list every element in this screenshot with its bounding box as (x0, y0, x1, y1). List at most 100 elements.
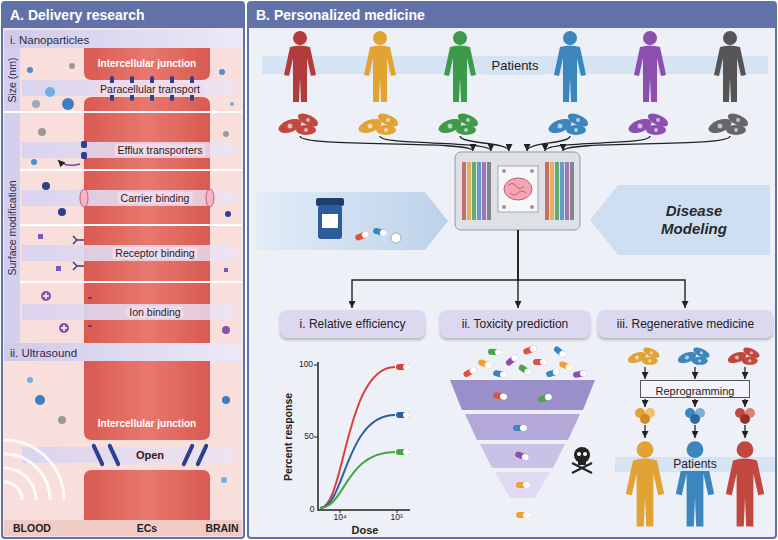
delivery-panel-art (88, 298, 92, 326)
medicine-panel-art (694, 425, 695, 438)
delivery-panel-art (58, 160, 80, 165)
medicine-panel-art (555, 162, 559, 220)
arrow-text: Disease Modeling (618, 185, 770, 255)
tab-title: i. Relative efficiency (300, 310, 406, 338)
delivery-panel-art (91, 443, 105, 466)
delivery-panel-art (61, 325, 67, 331)
medicine-panel-art (396, 449, 410, 455)
delivery-panel-art (22, 304, 240, 320)
medicine-panel-art (513, 425, 527, 431)
medicine-panel-art (644, 399, 645, 407)
medicine-panel-art (530, 205, 534, 209)
medicine-panel-art (487, 162, 491, 220)
delivery-panel-art (56, 266, 61, 271)
delivery-panel-art (181, 443, 195, 466)
medicine-panel-art (493, 392, 508, 400)
medicine-panel-art (572, 463, 592, 473)
medicine-panel-art (396, 412, 410, 418)
region-label: BLOOD (13, 522, 51, 534)
medicine-panel-art (522, 345, 537, 355)
route-label: Carrier binding (118, 192, 193, 204)
medicine-panel-art (690, 414, 700, 424)
medicine-panel-art (314, 365, 397, 513)
medicine-panel-art (372, 227, 387, 236)
delivery-panel-art (91, 443, 209, 466)
tab-title: iii. Regenerative medicine (617, 310, 754, 338)
medicine-panel-art (694, 399, 695, 407)
delivery-panel-art (84, 48, 210, 80)
medicine-panel-art (626, 345, 661, 365)
delivery-panel-art (88, 297, 92, 299)
medicine-panel-art (565, 162, 569, 220)
medicine-panel-art (508, 184, 526, 196)
medicine-panel-art (645, 367, 745, 438)
tick-label: 100 (299, 360, 313, 370)
delivery-panel-art (32, 100, 40, 108)
medicine-panel-art (545, 368, 560, 377)
medicine-panel-art (357, 111, 400, 136)
panel-header: A. Delivery research (2, 2, 244, 28)
medicine-panel-art (352, 230, 518, 308)
medicine-panel-art (570, 162, 574, 220)
delivery-panel-art (4, 468, 36, 500)
delivery-panel-art (20, 169, 242, 171)
medicine-panel-art (578, 459, 586, 465)
medicine-panel-art (694, 367, 695, 379)
arrow-shape (590, 185, 770, 255)
medicine-panel-art (396, 364, 410, 370)
vertical-label: Size (nm) (6, 58, 18, 103)
delivery-panel-art (4, 440, 64, 500)
medicine-panel-art (256, 192, 448, 250)
patients-label: Patients (670, 458, 719, 472)
delivery-panel-art (41, 291, 51, 301)
medicine-panel-art (318, 205, 342, 239)
medicine-panel-art (444, 31, 476, 102)
medicine-panel-art (467, 162, 471, 220)
medicine-panel-art (460, 136, 509, 151)
panel-frame (2, 2, 244, 538)
delivery-panel-art (62, 98, 74, 110)
medicine-panel-art (462, 162, 466, 220)
medicine-panel-art (455, 152, 580, 230)
medicine-panel-art (462, 366, 477, 378)
delivery-panel-art (107, 443, 121, 466)
medicine-panel-art (518, 364, 533, 377)
delivery-panel-art (4, 454, 50, 500)
medicine-panel-art (572, 463, 592, 473)
medicine-panel-art (465, 414, 580, 440)
medicine-panel-art (437, 111, 480, 136)
delivery-panel-art (230, 102, 234, 106)
medicine-panel-art (640, 414, 650, 424)
medicine-panel-art (676, 441, 714, 526)
medicine-panel-art (744, 367, 745, 379)
box-title: Reprogramming (656, 383, 735, 399)
axis-label: Percent response (282, 393, 294, 481)
medicine-panel-art (572, 463, 592, 473)
delivery-panel-art (4, 361, 242, 520)
medicine-panel-art (516, 482, 530, 488)
delivery-panel-art (35, 395, 45, 405)
delivery-panel-art (195, 443, 209, 466)
medicine-panel-art (560, 162, 564, 220)
medicine-panel-art (545, 162, 549, 220)
delivery-panel-art (4, 112, 242, 282)
application-tab: i. Relative efficiency (280, 310, 425, 338)
route-label: Efflux transporters (114, 144, 205, 156)
delivery-panel-art (88, 325, 92, 327)
panel-title: A. Delivery research (2, 2, 145, 28)
medicine-panel-art (316, 198, 344, 206)
medicine-panel-art (740, 414, 750, 424)
medicine-panel-art (527, 136, 570, 151)
medicine-panel-art (550, 162, 554, 220)
medicine-panel-art (707, 111, 750, 136)
medicine-panel-art (482, 162, 486, 220)
tick-label: 50 (304, 432, 313, 442)
delivery-panel-art (221, 477, 227, 483)
medicine-panel-art (744, 425, 745, 438)
medicine-panel-art (477, 359, 492, 369)
arrow-title: Disease Modeling (648, 202, 740, 238)
delivery-panel-art (206, 189, 214, 207)
delivery-panel-art (4, 48, 20, 343)
